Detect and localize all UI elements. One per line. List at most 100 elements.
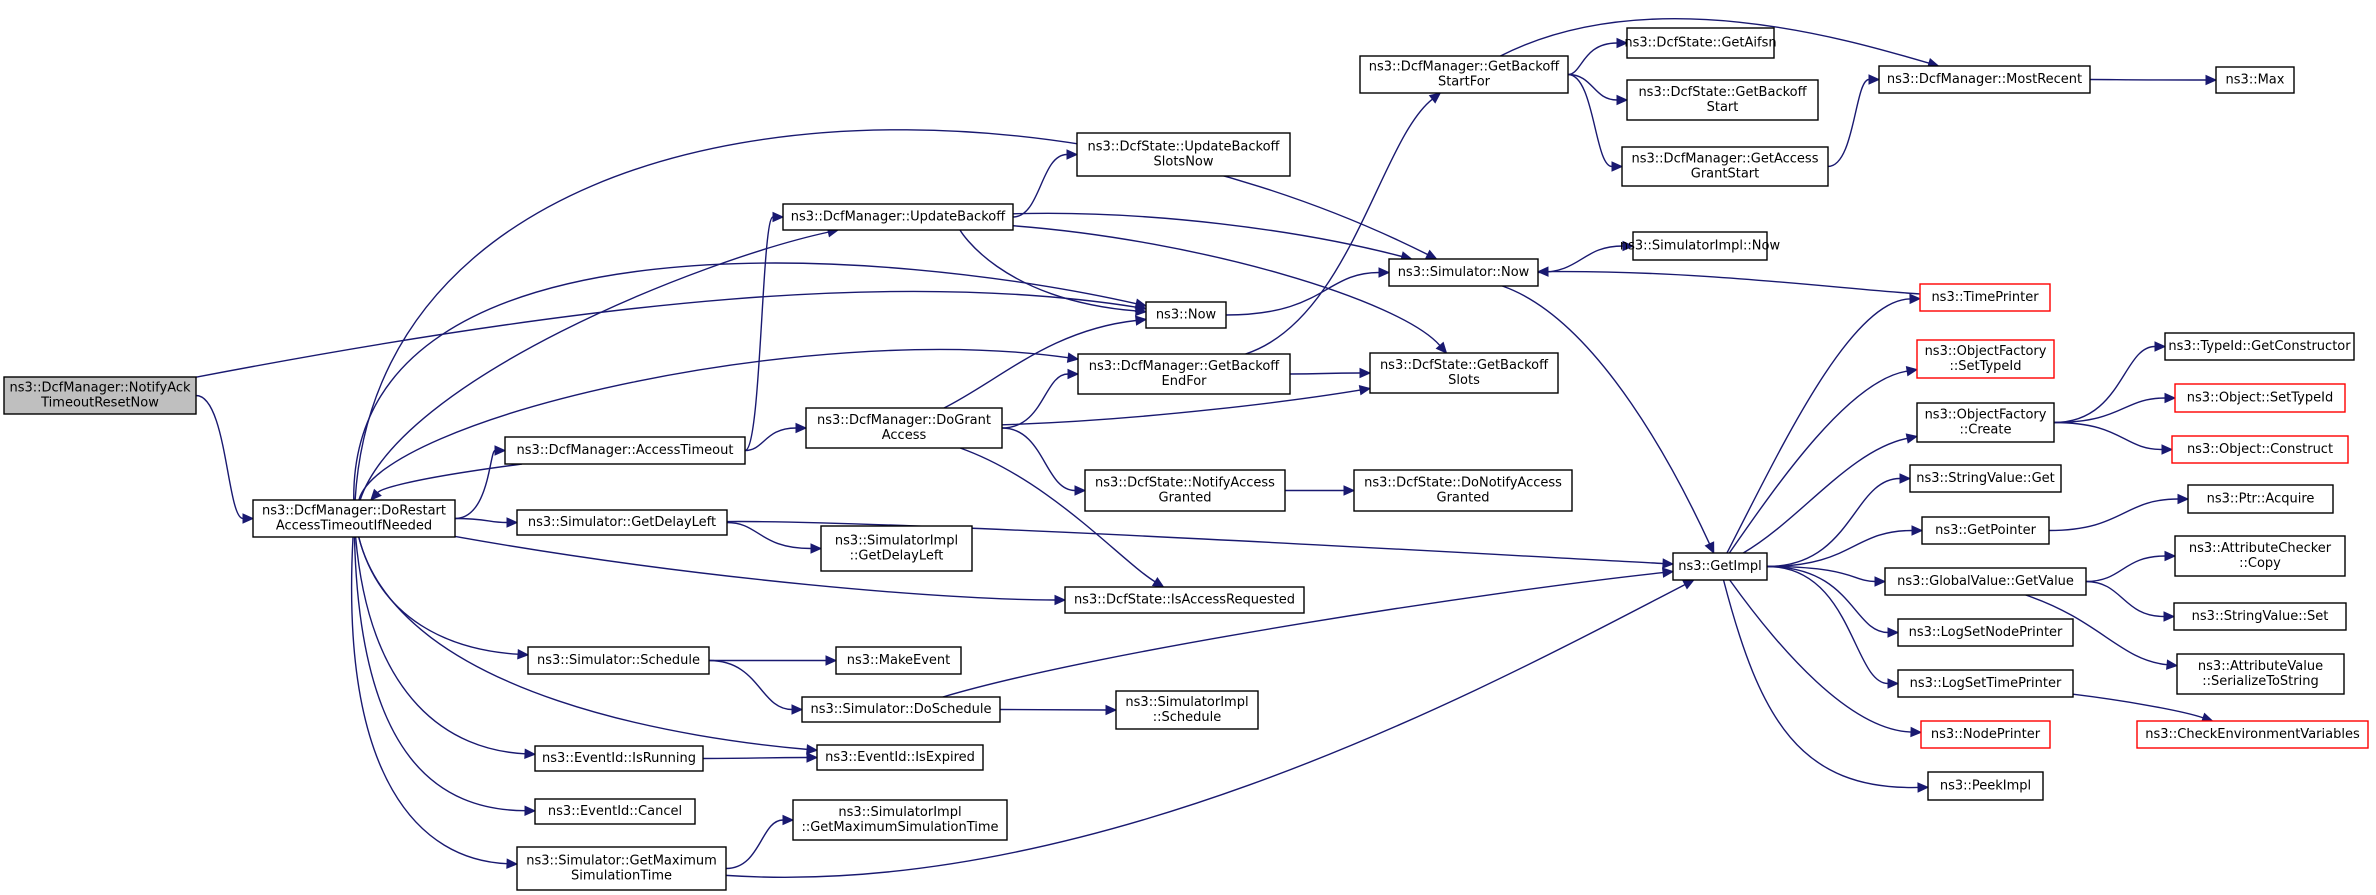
- function-node-n37[interactable]: ns3::LogSetNodePrinter: [1897, 618, 2074, 647]
- function-node-n43[interactable]: ns3::Object::SetTypeId: [2174, 383, 2346, 413]
- arrowhead-icon: [1151, 576, 1165, 588]
- function-node-n11[interactable]: ns3::MakeEvent: [835, 646, 962, 675]
- function-node-n41[interactable]: ns3::Max: [2215, 66, 2295, 94]
- function-node-n10[interactable]: ns3::SimulatorImpl::GetDelayLeft: [820, 525, 973, 572]
- node-box: [1621, 146, 1829, 187]
- arrowhead-icon: [1910, 726, 1923, 738]
- node-label: Granted: [1159, 491, 1212, 506]
- arrowhead-icon: [1359, 367, 1372, 379]
- function-node-n5[interactable]: ns3::EventId::IsRunning: [534, 745, 704, 772]
- node-box: [2176, 653, 2345, 695]
- node-box: [1369, 352, 1559, 394]
- function-node-n7[interactable]: ns3::Simulator::GetMaximumSimulationTime: [516, 846, 727, 891]
- node-label: ns3::GetPointer: [1935, 523, 2036, 538]
- function-node-n33[interactable]: ns3::ObjectFactory::Create: [1916, 402, 2055, 443]
- node-label: ns3::DcfState::GetAifsn: [1624, 36, 1776, 51]
- function-node-n19[interactable]: ns3::DcfState::IsAccessRequested: [1064, 586, 1305, 614]
- node-box: [1920, 720, 2051, 749]
- function-node-n38[interactable]: ns3::LogSetTimePrinter: [1897, 669, 2074, 698]
- node-label: ns3::SimulatorImpl::Now: [1620, 239, 1781, 254]
- function-node-n20[interactable]: ns3::SimulatorImpl::Schedule: [1115, 690, 1259, 730]
- edge-line: [2053, 397, 2166, 424]
- node-label: ::Schedule: [1153, 710, 1222, 725]
- function-node-n12[interactable]: ns3::Simulator::DoSchedule: [801, 696, 1001, 723]
- function-node-n46[interactable]: ns3::AttributeChecker::Copy: [2174, 535, 2346, 577]
- call-edge-n29-n34: [1766, 473, 1912, 568]
- arrowhead-icon: [1536, 266, 1549, 277]
- node-label: ::GetMaximumSimulationTime: [801, 820, 998, 835]
- function-node-n40[interactable]: ns3::PeekImpl: [1927, 771, 2044, 801]
- function-node-n16[interactable]: ns3::Now: [1145, 301, 1227, 329]
- arrowhead-icon: [1343, 485, 1356, 496]
- function-node-n30[interactable]: ns3::DcfManager::MostRecent: [1878, 65, 2091, 94]
- function-node-n47[interactable]: ns3::StringValue::Set: [2173, 602, 2347, 631]
- function-node-n48[interactable]: ns3::AttributeValue::SerializeToString: [2176, 653, 2345, 695]
- function-node-n28[interactable]: ns3::SimulatorImpl::Now: [1620, 231, 1781, 261]
- function-node-n22[interactable]: ns3::Simulator::Now: [1388, 258, 1539, 287]
- arrowhead-icon: [506, 858, 519, 869]
- edge-line: [725, 583, 1686, 878]
- function-node-n32[interactable]: ns3::ObjectFactory::SetTypeId: [1916, 339, 2055, 379]
- function-node-n42[interactable]: ns3::TypeId::GetConstructor: [2164, 332, 2355, 361]
- node-box: [1353, 469, 1573, 512]
- node-box: [504, 436, 746, 465]
- function-node-n36[interactable]: ns3::GlobalValue::GetValue: [1884, 567, 2087, 596]
- function-node-n6[interactable]: ns3::EventId::Cancel: [534, 798, 696, 825]
- call-edge-n4-n11: [708, 655, 838, 666]
- call-edge-n9-n16: [943, 315, 1148, 409]
- node-label: ns3::DcfState::GetBackoff: [1638, 85, 1807, 100]
- call-edge-n21-n26: [1567, 73, 1629, 106]
- edge-line: [1500, 18, 1930, 64]
- function-node-n0[interactable]: ns3::DcfManager::NotifyAckTimeoutResetNo…: [3, 376, 197, 415]
- function-node-n31[interactable]: ns3::TimePrinter: [1919, 283, 2051, 312]
- edge-line: [1567, 73, 1618, 101]
- node-box: [527, 646, 710, 675]
- call-edge-n1-n3: [454, 517, 519, 528]
- function-node-n44[interactable]: ns3::Object::Construct: [2171, 435, 2349, 464]
- function-node-n29[interactable]: ns3::GetImpl: [1672, 552, 1768, 581]
- function-node-n34[interactable]: ns3::StringValue::Get: [1909, 464, 2062, 493]
- node-label: StartFor: [1438, 75, 1491, 90]
- call-edge-n29-n37: [1766, 565, 1900, 638]
- edge-line: [2053, 345, 2156, 424]
- edge-line: [1001, 427, 1076, 492]
- arrowhead-icon: [1905, 366, 1919, 377]
- function-node-n49[interactable]: ns3::CheckEnvironmentVariables: [2136, 720, 2369, 749]
- node-label: EndFor: [1161, 374, 1207, 389]
- arrowhead-icon: [2164, 550, 2177, 562]
- function-node-n45[interactable]: ns3::Ptr::Acquire: [2187, 484, 2334, 514]
- function-node-n39[interactable]: ns3::NodePrinter: [1920, 720, 2051, 749]
- node-label: ns3::DcfManager::GetAccess: [1632, 152, 1819, 167]
- function-node-n3[interactable]: ns3::Simulator::GetDelayLeft: [516, 509, 728, 536]
- function-node-n25[interactable]: ns3::DcfState::GetAifsn: [1624, 27, 1777, 59]
- call-edge-n29-n33: [1742, 433, 1919, 554]
- edge-line: [1742, 437, 1908, 554]
- node-label: ns3::DcfState::GetBackoff: [1380, 358, 1549, 373]
- function-node-n1[interactable]: ns3::DcfManager::DoRestartAccessTimeoutI…: [252, 499, 456, 538]
- node-label: ::GetDelayLeft: [850, 549, 944, 564]
- arrowhead-icon: [242, 513, 255, 524]
- function-node-n8[interactable]: ns3::DcfManager::UpdateBackoff: [782, 203, 1014, 231]
- node-label: ns3::ObjectFactory: [1925, 408, 2047, 423]
- function-node-n35[interactable]: ns3::GetPointer: [1921, 516, 2050, 545]
- function-node-n13[interactable]: ns3::EventId::IsExpired: [816, 744, 984, 771]
- call-edge-n36-n47: [2085, 580, 2176, 622]
- node-label: ns3::StringValue::Get: [1916, 471, 2054, 486]
- function-node-n2[interactable]: ns3::DcfManager::AccessTimeout: [504, 436, 746, 465]
- edge-line: [2025, 594, 2168, 666]
- edge-line: [351, 536, 508, 865]
- function-node-n4[interactable]: ns3::Simulator::Schedule: [527, 646, 710, 675]
- edge-line: [1502, 285, 1711, 545]
- function-node-n14[interactable]: ns3::SimulatorImpl::GetMaximumSimulation…: [792, 799, 1008, 841]
- call-edge-n38-n49: [2072, 693, 2214, 723]
- call-edge-n3-n10: [726, 521, 823, 554]
